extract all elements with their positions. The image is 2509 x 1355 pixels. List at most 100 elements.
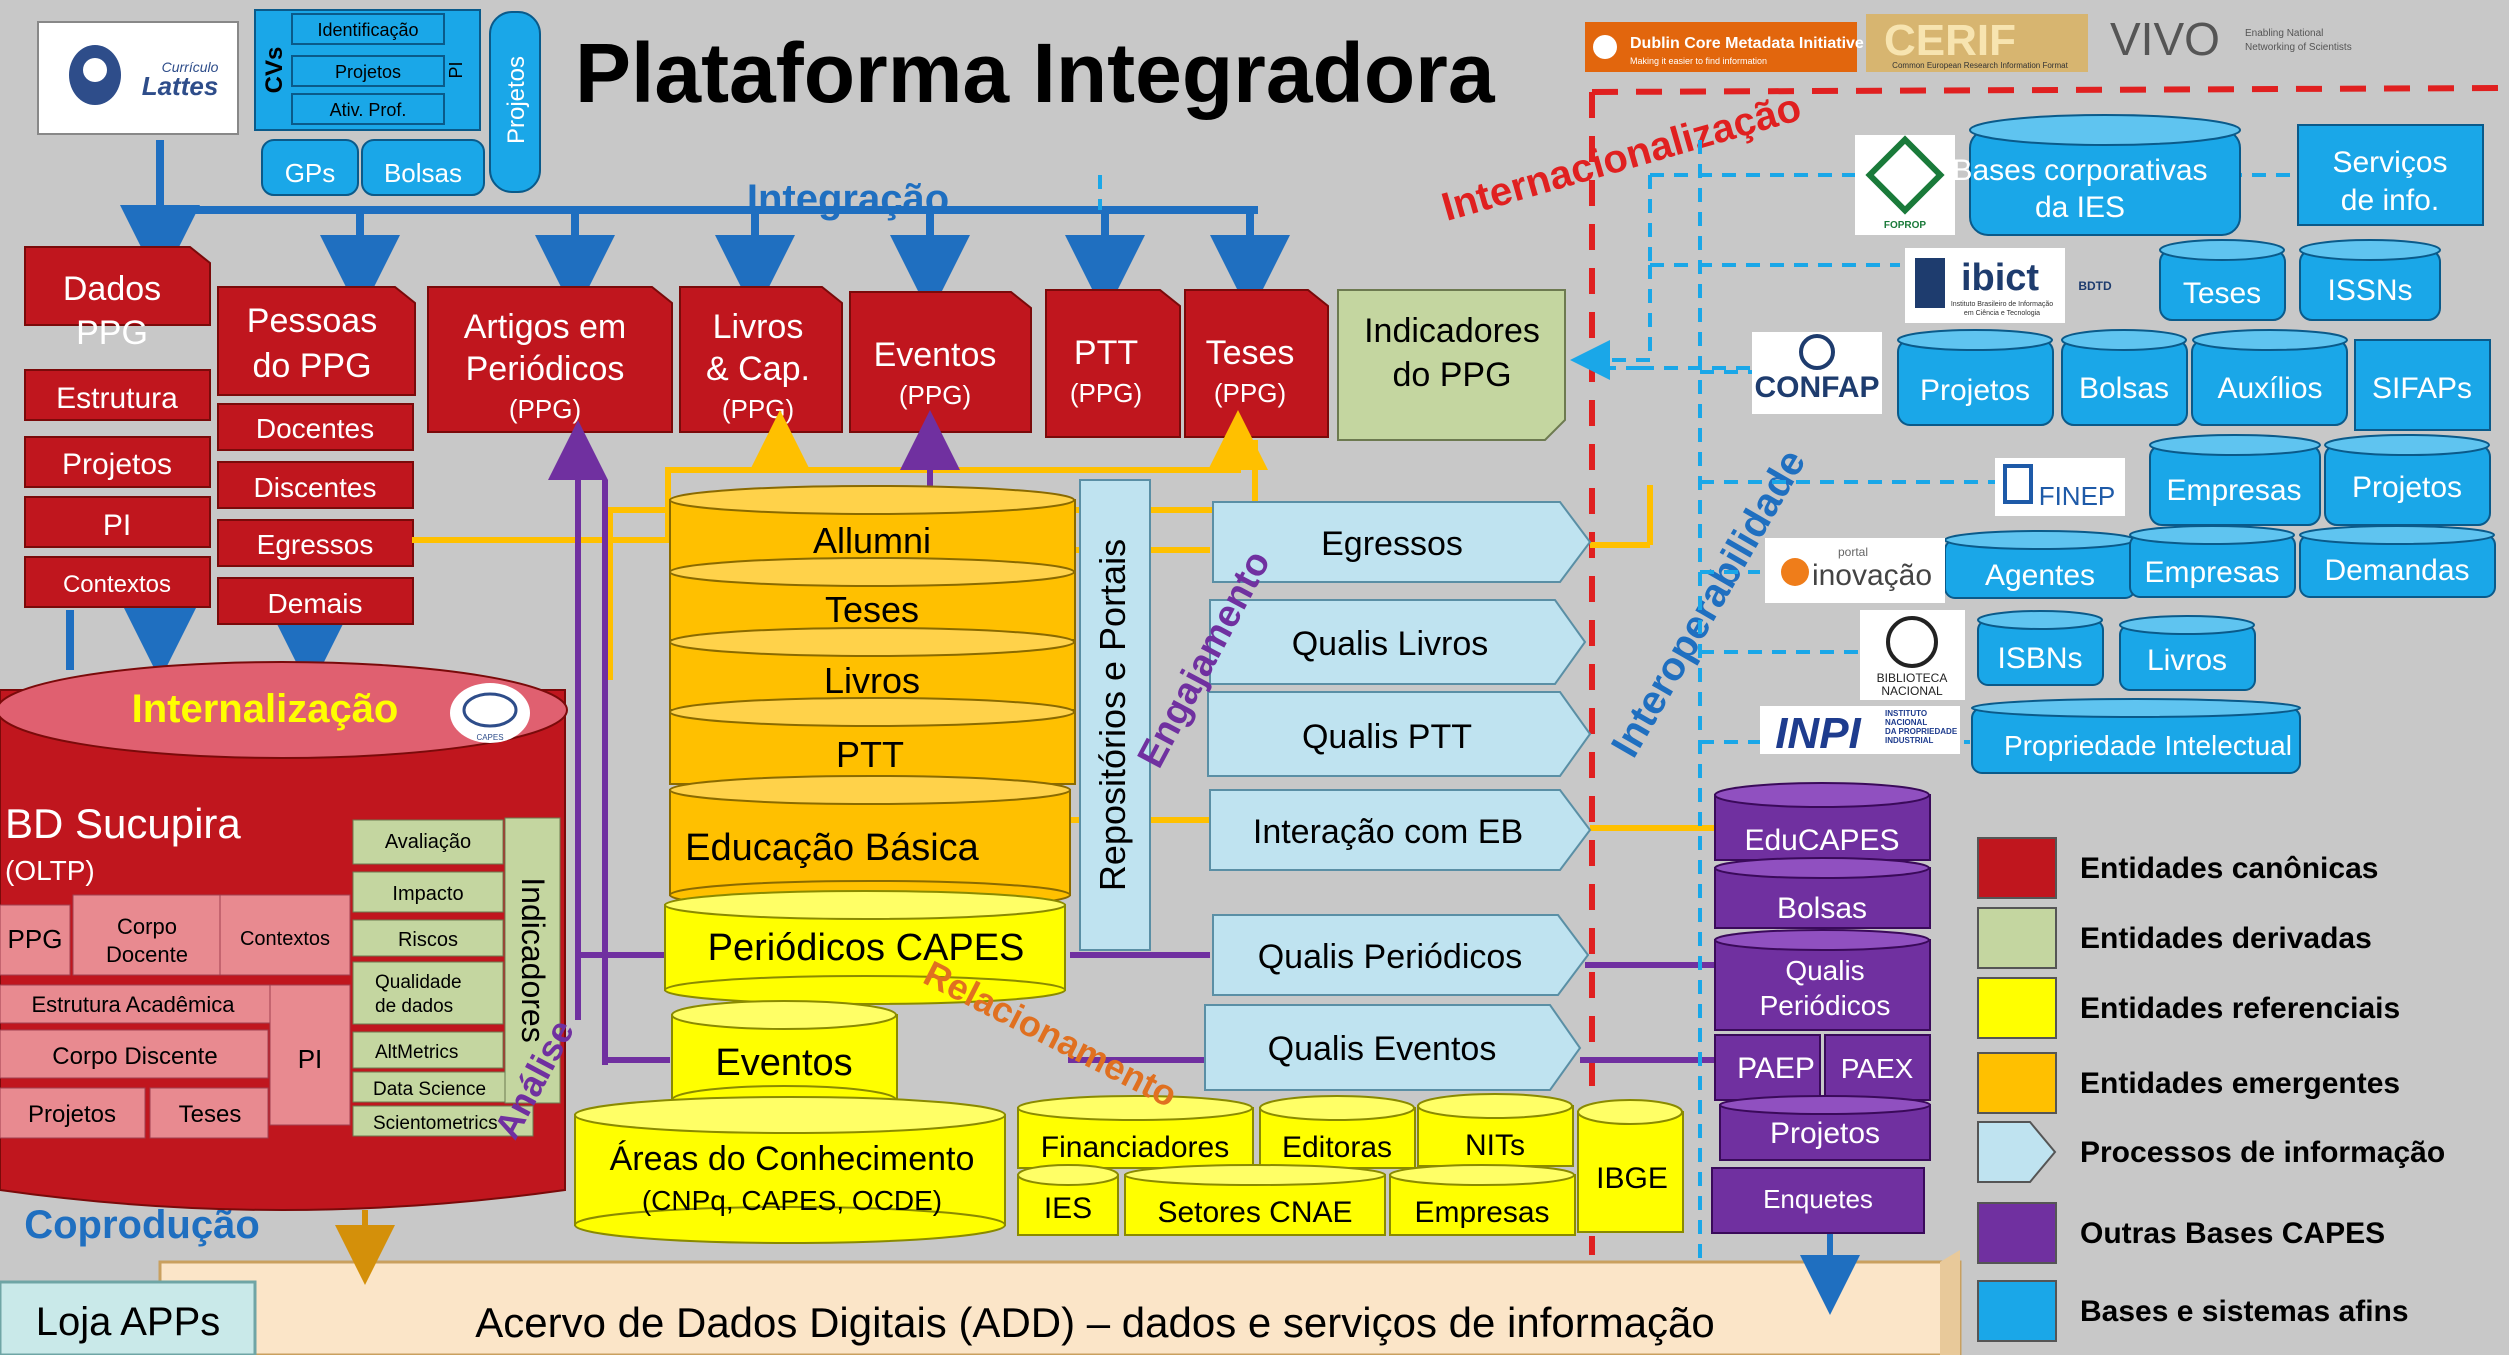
svg-text:Dublin Core Metadata Initiativ: Dublin Core Metadata Initiative xyxy=(1630,35,1864,52)
svg-text:Educação Básica: Educação Básica xyxy=(685,827,979,869)
ind-avaliacao[interactable] xyxy=(352,819,504,865)
svg-text:ISSNs: ISSNs xyxy=(2327,274,2412,307)
dados-estrutura[interactable] xyxy=(24,369,211,421)
pessoas-demais[interactable] xyxy=(217,577,414,625)
svg-text:Instituto Brasileiro de Inform: Instituto Brasileiro de Informação xyxy=(1951,301,2053,308)
svg-text:Docentes: Docentes xyxy=(256,413,374,444)
cyl-paex[interactable] xyxy=(1824,1034,1931,1101)
dados-ppg-group: Dados PPG Estrutura Projetos PI Contexto… xyxy=(24,246,211,608)
ptt-ppg-box[interactable] xyxy=(1045,289,1181,438)
referential-group: Periódicos CAPES Eventos Áreas do Conhec… xyxy=(574,890,1684,1244)
svg-text:do PPG: do PPG xyxy=(1392,356,1511,394)
sucupira-projetos[interactable] xyxy=(0,1087,146,1139)
svg-text:Indicadores: Indicadores xyxy=(1364,312,1540,350)
connectors xyxy=(335,410,1720,1285)
sucupira-corpo-discente[interactable] xyxy=(0,1029,269,1079)
dados-ppg-box[interactable] xyxy=(24,246,211,326)
sucupira-ppg[interactable] xyxy=(0,904,71,976)
svg-text:(PPG): (PPG) xyxy=(1214,378,1286,408)
process-qualis-eventos[interactable] xyxy=(1204,1004,1582,1091)
ind-qualidade-dados[interactable] xyxy=(352,961,504,1025)
ind-data-science[interactable] xyxy=(352,1071,534,1103)
teses-ppg-box[interactable] xyxy=(1184,289,1329,438)
artigos-box[interactable] xyxy=(427,286,673,433)
process-qualis-livros[interactable] xyxy=(1209,599,1587,685)
indicadores-vertical[interactable] xyxy=(504,817,561,1104)
svg-text:INSTITUTO: INSTITUTO xyxy=(1885,709,1927,718)
lattes-gps-cyl[interactable] xyxy=(261,139,359,196)
svg-text:Dados: Dados xyxy=(63,270,161,308)
sifaps-box[interactable] xyxy=(2354,339,2491,431)
affine-systems: Bases corporativas da IES Serviços de in… xyxy=(1897,114,2496,774)
svg-text:Corpo: Corpo xyxy=(117,914,177,939)
integracao-label: Integração xyxy=(747,177,949,221)
sucupira-pi[interactable] xyxy=(269,984,351,1126)
svg-text:Qualis: Qualis xyxy=(1785,955,1864,986)
svg-text:AltMetrics: AltMetrics xyxy=(375,1042,458,1063)
svg-text:FOPROP: FOPROP xyxy=(1884,220,1927,231)
svg-text:NACIONAL: NACIONAL xyxy=(1881,684,1943,698)
pessoas-ppg-box[interactable] xyxy=(217,286,416,396)
sucupira-corpo-docente[interactable] xyxy=(72,894,222,976)
svg-text:Discentes: Discentes xyxy=(254,472,377,503)
svg-text:Bolsas: Bolsas xyxy=(384,158,462,188)
pessoas-egressos[interactable] xyxy=(217,519,414,567)
livros-box[interactable] xyxy=(679,286,843,433)
affine-connectors xyxy=(1098,140,2295,1260)
sucupira-title: BD Sucupira xyxy=(5,800,241,847)
enquetes-box[interactable] xyxy=(1711,1167,1925,1234)
dados-pi[interactable] xyxy=(24,496,211,548)
svg-text:em Ciência e Tecnologia: em Ciência e Tecnologia xyxy=(1964,310,2040,317)
eventos-ppg-box[interactable] xyxy=(849,291,1032,433)
repositorios-box[interactable] xyxy=(1079,479,1151,951)
svg-text:ISBNs: ISBNs xyxy=(1997,642,2082,675)
svg-text:Estrutura: Estrutura xyxy=(56,382,178,415)
legend-label: Bases e sistemas afins xyxy=(2080,1295,2409,1328)
cyl-ibge[interactable] xyxy=(1577,1111,1684,1233)
svg-text:Corpo Discente: Corpo Discente xyxy=(52,1043,217,1070)
legend-swatch xyxy=(1977,837,2057,899)
dublin-core-logo xyxy=(1585,22,1857,72)
svg-text:Enquetes: Enquetes xyxy=(1763,1184,1873,1214)
process-qualis-ptt[interactable] xyxy=(1207,691,1592,777)
svg-text:CONFAP: CONFAP xyxy=(1754,371,1879,404)
svg-text:Projetos: Projetos xyxy=(2352,471,2462,504)
sucupira-teses[interactable] xyxy=(149,1087,269,1139)
cyl-educacao-basica[interactable] xyxy=(669,789,1071,896)
legend-swatch xyxy=(1977,907,2057,969)
inpi-logo xyxy=(1760,706,1960,754)
ind-scientometrics[interactable] xyxy=(352,1105,534,1137)
cyl-financiadores[interactable] xyxy=(1017,1107,1254,1169)
dados-contextos[interactable] xyxy=(24,556,211,608)
svg-text:PAEP: PAEP xyxy=(1737,1052,1815,1085)
process-arrows: Egressos Qualis Livros Qualis PTT Intera… xyxy=(1204,501,1592,1091)
cyl-paep[interactable] xyxy=(1714,1034,1821,1101)
pessoas-discentes[interactable] xyxy=(217,461,414,509)
svg-text:Docente: Docente xyxy=(106,942,188,967)
indicadores-ppg-box[interactable] xyxy=(1337,289,1566,441)
lattes-projetos-cyl[interactable] xyxy=(489,11,541,193)
svg-text:Artigos em: Artigos em xyxy=(464,308,627,346)
integration-arrows xyxy=(66,140,1290,690)
svg-text:PTT: PTT xyxy=(836,734,904,775)
process-qualis-periodicos[interactable] xyxy=(1212,914,1590,996)
sucupira-contextos[interactable] xyxy=(219,894,351,976)
cyl-ptt[interactable] xyxy=(669,711,1076,785)
ind-altmetrics[interactable] xyxy=(352,1031,504,1069)
dados-projetos[interactable] xyxy=(24,436,211,488)
ind-riscos[interactable] xyxy=(352,919,504,957)
servicos-info-box[interactable] xyxy=(2297,124,2484,226)
process-interacao-eb[interactable] xyxy=(1209,789,1592,871)
lattes-bolsas-cyl[interactable] xyxy=(361,139,485,196)
coproducao-label: Coprodução xyxy=(24,1203,260,1247)
ind-impacto[interactable] xyxy=(352,871,504,913)
svg-text:Identificação: Identificação xyxy=(317,20,418,40)
pessoas-docentes[interactable] xyxy=(217,403,414,451)
sucupira-estrutura[interactable] xyxy=(0,984,276,1024)
svg-text:Riscos: Riscos xyxy=(398,929,458,951)
lattes-logo xyxy=(37,21,239,135)
loja-apps-box[interactable] xyxy=(0,1280,257,1355)
process-egressos[interactable] xyxy=(1212,501,1592,583)
vivo-logo: VIVO xyxy=(2110,13,2220,65)
legend-swatch xyxy=(1977,1280,2057,1342)
